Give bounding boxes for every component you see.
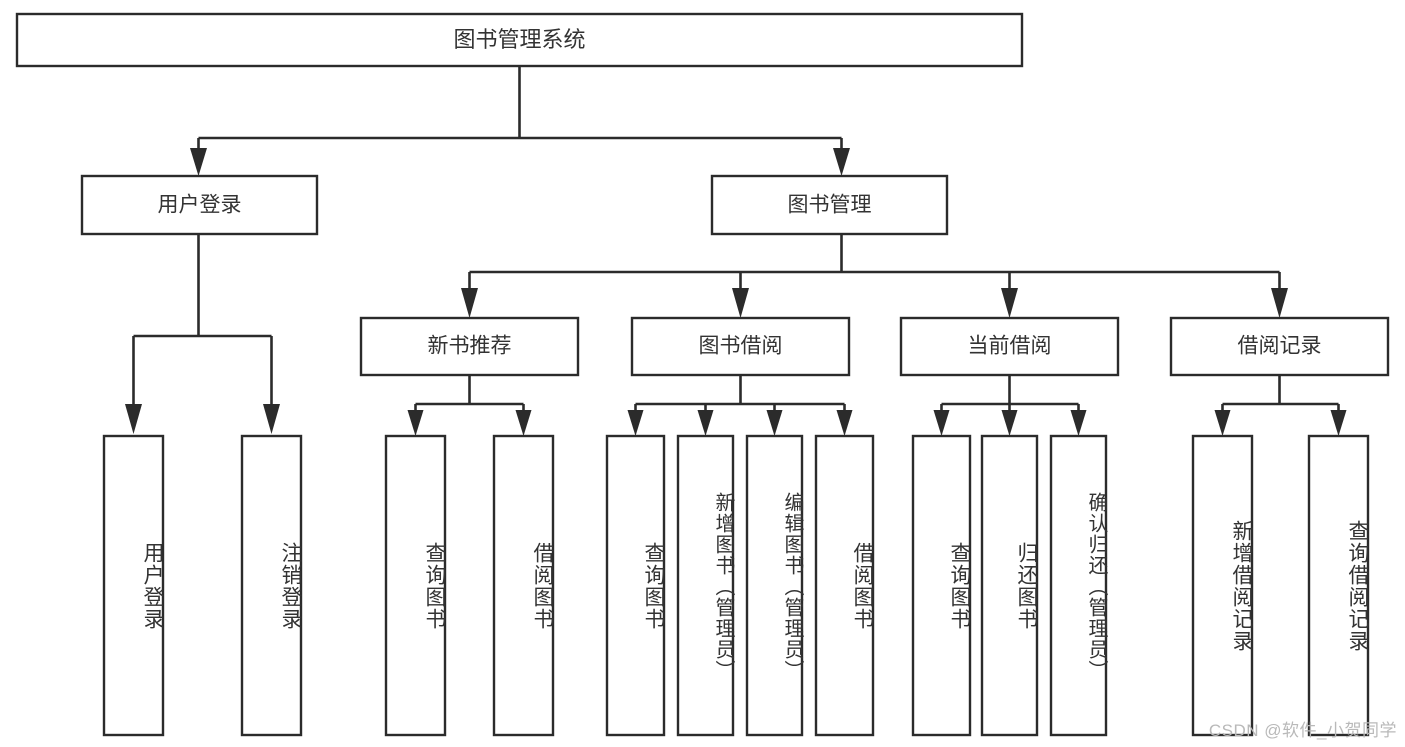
leaf-query-borrow-record-box[interactable] [1307,434,1370,737]
node-borrow-record-label: 借阅记录 [1238,335,1322,358]
leaf-user-login-box[interactable] [102,434,165,737]
leaf-edit-book-box[interactable] [745,434,804,737]
node-new-book-recommend-label: 新书推荐 [428,335,512,358]
arrow-to-user-login-leaf [125,404,142,434]
arrow-to-query-borrow-record [1330,410,1347,436]
node-layer: 图书管理系统 用户登录 图书管理 新书推荐 图书借阅 当前借阅 借阅记录 [15,12,1390,737]
node-book-borrow-box[interactable] [630,316,851,377]
leaf-add-book-box[interactable] [676,434,735,737]
arrow-to-confirm-return [1070,410,1087,436]
leaf-query-book-3-box[interactable] [911,434,972,737]
connector-layer [125,66,1347,436]
leaf-return-book-box[interactable] [980,434,1039,737]
node-current-borrow-box[interactable] [899,316,1120,377]
arrow-to-new-book-recommend [461,288,478,318]
node-book-manage-box[interactable] [710,174,949,236]
leaf-logout-box[interactable] [240,434,303,737]
arrow-to-borrow-record [1271,288,1288,318]
arrow-to-add-book [697,410,714,436]
arrow-to-current-borrow [1001,288,1018,318]
leaf-add-borrow-record-box[interactable] [1191,434,1254,737]
node-book-borrow-label: 图书借阅 [699,335,783,358]
node-new-book-recommend-box[interactable] [359,316,580,377]
arrow-to-query-book-3 [933,410,950,436]
leaf-query-book-2-box[interactable] [605,434,666,737]
watermark-label: CSDN @软件_小贺同学 [1208,721,1397,740]
node-borrow-record-box[interactable] [1169,316,1390,377]
arrow-to-return-book [1001,410,1018,436]
leaf-query-book-1-box[interactable] [384,434,447,737]
node-current-borrow-label: 当前借阅 [968,335,1052,358]
leaf-confirm-return-box[interactable] [1049,434,1108,737]
node-user-login-box[interactable] [80,174,319,236]
node-user-login-label: 用户登录 [158,194,242,217]
node-book-manage-label: 图书管理 [788,194,872,217]
arrow-to-borrow-book-2 [836,410,853,436]
arrow-to-book-borrow [732,288,749,318]
leaf-borrow-book-2-box[interactable] [814,434,875,737]
node-root-label: 图书管理系统 [453,27,585,52]
arrow-to-logout-leaf [263,404,280,434]
arrow-to-book-manage [833,148,850,176]
arrow-to-borrow-book-1 [515,410,532,436]
arrow-to-user-login [190,148,207,176]
arrow-to-query-book-2 [627,410,644,436]
arrow-to-add-borrow-record [1214,410,1231,436]
arrow-to-edit-book [766,410,783,436]
arrow-to-query-book-1 [407,410,424,436]
node-root-box[interactable] [15,12,1024,68]
leaf-borrow-book-1-box[interactable] [492,434,555,737]
